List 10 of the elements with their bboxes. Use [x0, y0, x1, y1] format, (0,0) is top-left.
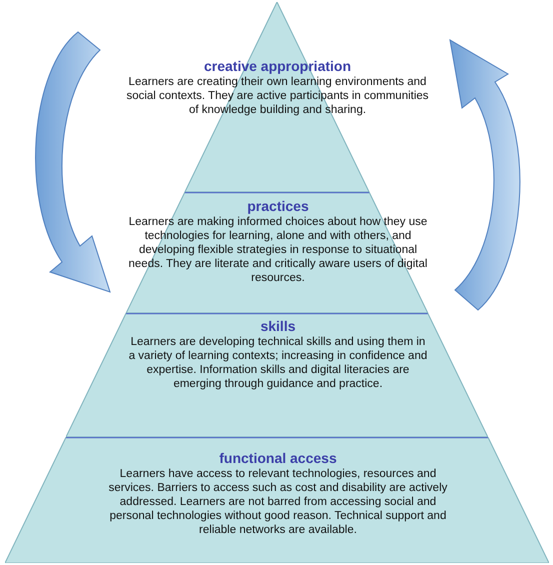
level-description: Learners are making informed choices about how they use technologies for learning, alone and with others, and developing flexible strategies in response to situational needs. They are literate and critically aware users of digital resources.: [128, 215, 428, 285]
level-description: Learners have access to relevant technologies, resources and services. Barriers to access such as cost and disability are actively addressed. Learners are not barred from accessing social and personal technologies without good reason. Technical support and reliable networks are available.: [108, 467, 448, 537]
level-heading: skills: [259, 318, 296, 335]
level-heading: functional access: [218, 450, 338, 467]
pyramid-level: [66, 313, 488, 437]
level-description: Learners are developing technical skills and using them in a variety of learning contexts; increasing in confidence and expertise. Information skills and digital literacies are emerging through guidance and practice.: [128, 335, 428, 391]
level-heading: practices: [246, 198, 310, 215]
pyramid-level: [125, 2, 430, 192]
level-description: Learners are creating their own learning environments and social contexts. They are active participants in communities of knowledge building and sharing.: [125, 75, 430, 117]
pyramid-level: [5, 437, 549, 563]
